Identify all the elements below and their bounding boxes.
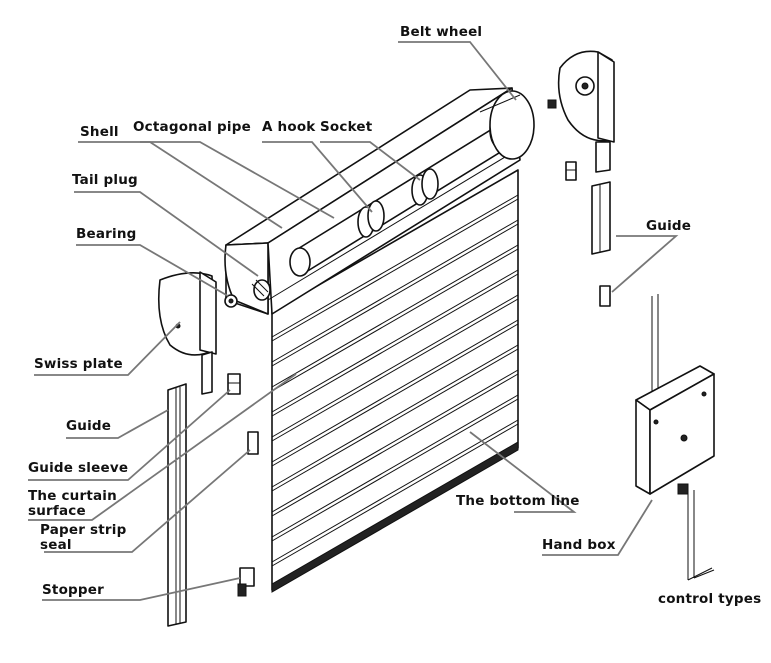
label-bearing: Bearing bbox=[76, 226, 137, 242]
guide-rail-right bbox=[591, 181, 611, 255]
label-shell: Shell bbox=[80, 124, 119, 140]
swiss-plate bbox=[157, 271, 217, 395]
label-swiss-plate: Swiss plate bbox=[34, 356, 123, 372]
curtain-surface bbox=[271, 169, 519, 591]
bottom-bar bbox=[271, 441, 519, 593]
label-paper-strip-seal-2: seal bbox=[40, 537, 72, 553]
guide-clip-right bbox=[599, 285, 611, 307]
label-octagonal-pipe: Octagonal pipe bbox=[133, 119, 251, 135]
label-curtain-surface-1: The curtain bbox=[28, 488, 117, 504]
label-hand-box: Hand box bbox=[542, 537, 616, 553]
control-crank bbox=[677, 483, 715, 581]
paper-strip-seal bbox=[247, 431, 259, 455]
octagonal-pipe bbox=[289, 90, 535, 277]
bearing bbox=[224, 294, 238, 308]
guide-rail-left bbox=[167, 383, 187, 627]
label-guide-left: Guide bbox=[66, 418, 111, 434]
label-socket: Socket bbox=[320, 119, 373, 135]
label-guide-sleeve: Guide sleeve bbox=[28, 460, 128, 476]
label-a-hook: A hook bbox=[262, 119, 316, 135]
belt-wheel-plate bbox=[547, 50, 615, 173]
label-bottom-line: The bottom line bbox=[456, 493, 580, 509]
label-belt-wheel: Belt wheel bbox=[400, 24, 482, 40]
label-curtain-surface-2: surface bbox=[28, 503, 86, 519]
guide-sleeve-right bbox=[565, 161, 577, 181]
hand-box bbox=[635, 294, 715, 495]
label-tail-plug: Tail plug bbox=[72, 172, 138, 188]
label-paper-strip-seal-1: Paper strip bbox=[40, 522, 127, 538]
guide-sleeve-left bbox=[227, 373, 241, 395]
label-control-types: control types bbox=[658, 591, 761, 607]
tail-plug bbox=[251, 279, 271, 301]
stopper bbox=[237, 567, 255, 597]
leader-lines bbox=[28, 41, 679, 601]
label-guide-right: Guide bbox=[646, 218, 691, 234]
label-stopper: Stopper bbox=[42, 582, 104, 598]
